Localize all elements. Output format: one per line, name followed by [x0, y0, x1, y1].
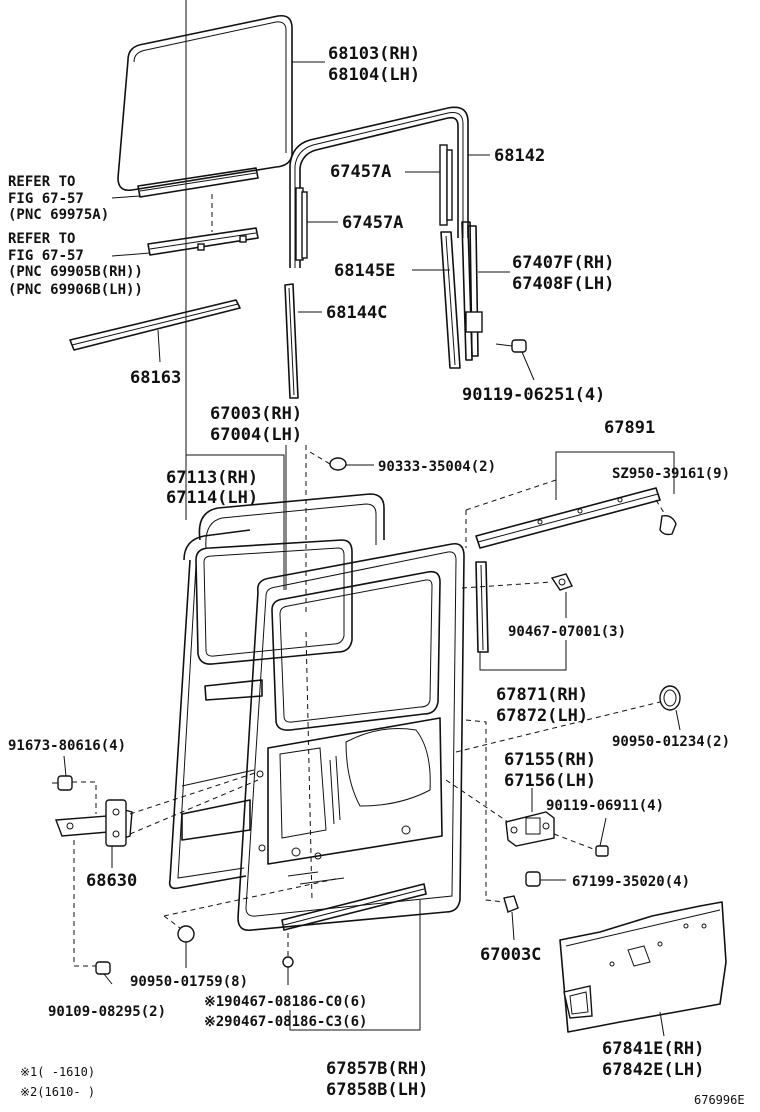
- door-panel: [237, 542, 465, 932]
- label-68145e: 68145E: [334, 261, 395, 281]
- channel-68144c: [284, 283, 299, 399]
- striker-67155: [505, 811, 555, 847]
- label-67408f: 67408F(LH): [512, 274, 614, 294]
- glass-channel-67407f: [461, 221, 483, 361]
- label-67003c: 67003C: [480, 945, 541, 965]
- label-67891: 67891: [604, 418, 655, 438]
- trim-board-67841e: [559, 901, 727, 1033]
- ref2-line1: REFER TO: [8, 231, 75, 247]
- label-67857b: 67857B(RH): [326, 1059, 428, 1079]
- label-67858b: 67858B(LH): [326, 1080, 428, 1100]
- ref2-line2: FIG 67-57: [8, 248, 84, 264]
- bolt-90119-06911: [595, 845, 609, 857]
- belt-moulding-68163: [69, 299, 241, 351]
- label-90119-06911: 90119-06911(4): [546, 798, 664, 814]
- label-67199-35020: 67199-35020(4): [572, 874, 690, 890]
- label-90333-35004: 90333-35004(2): [378, 459, 496, 475]
- label-90950-01759: 90950-01759(8): [130, 974, 248, 990]
- ref1-line1: REFER TO: [8, 174, 75, 190]
- clip-sz950-39161: [659, 514, 677, 536]
- division-bar-68145e: [440, 231, 461, 369]
- door-weatherstrip: [168, 493, 385, 890]
- label-68144c: 68144C: [326, 303, 387, 323]
- label-67156: 67156(LH): [504, 771, 596, 791]
- label-67457a-lower: 67457A: [342, 213, 403, 233]
- bolt-90119-06251: [495, 339, 527, 353]
- plug-90950-01234: [659, 685, 681, 711]
- weatherstrip-67457a-right: [439, 144, 453, 226]
- label-67841e: 67841E(RH): [602, 1039, 704, 1059]
- label-91673-80616: 91673-80616(4): [8, 738, 126, 754]
- belt-moulding-upper: [137, 167, 259, 198]
- door-glass: [117, 14, 293, 192]
- label-67872: 67872(LH): [496, 706, 588, 726]
- footnote-1: ※1( -1610): [20, 1065, 95, 1079]
- label-68103: 68103(RH): [328, 44, 420, 64]
- label-67004: 67004(LH): [210, 425, 302, 445]
- label-67113: 67113(RH): [166, 468, 258, 488]
- bolt-67199-35020: [525, 871, 541, 887]
- label-90467-08186-c0: ※190467-08186-C0(6): [204, 994, 367, 1010]
- plug-90333-35004: [329, 457, 347, 471]
- label-90467-07001: 90467-07001(3): [508, 624, 626, 640]
- ref2-line3: (PNC 69905B(RH)): [8, 264, 143, 280]
- label-67842e: 67842E(LH): [602, 1060, 704, 1080]
- label-sz950-39161: SZ950-39161(9): [612, 466, 730, 482]
- footnote-2: ※2(1610- ): [20, 1085, 95, 1099]
- label-67871: 67871(RH): [496, 685, 588, 705]
- moulding-67891: [475, 487, 661, 549]
- bolt-90109-08295: [95, 961, 111, 975]
- weatherstrip-67457a-left: [295, 187, 308, 261]
- figure-id: 676996E: [694, 1093, 745, 1107]
- label-67155: 67155(RH): [504, 750, 596, 770]
- label-90109-08295: 90109-08295(2): [48, 1004, 166, 1020]
- plug-67003c: [503, 895, 519, 913]
- ref1-line2: FIG 67-57: [8, 191, 84, 207]
- label-90467-08186-c3: ※290467-08186-C3(6): [204, 1014, 367, 1030]
- clip-90467-08186: [282, 956, 294, 985]
- label-67114: 67114(LH): [166, 488, 258, 508]
- belt-moulding-middle: [147, 227, 259, 256]
- ref1-line3: (PNC 69975A): [8, 207, 109, 223]
- label-67003: 67003(RH): [210, 404, 302, 424]
- label-68630: 68630: [86, 871, 137, 891]
- plug-90950-01759: [177, 925, 195, 943]
- label-68104: 68104(LH): [328, 65, 420, 85]
- moulding-67871: [475, 561, 489, 653]
- label-68163: 68163: [130, 368, 181, 388]
- step-moulding-67857b: [281, 883, 427, 931]
- ref2-line4: (PNC 69906B(LH)): [8, 282, 143, 298]
- bolt-91673-80616: [52, 775, 73, 791]
- label-90119-06251: 90119-06251(4): [462, 385, 605, 405]
- clip-90467-07001: [550, 573, 573, 591]
- label-67407f: 67407F(RH): [512, 253, 614, 273]
- label-68142: 68142: [494, 146, 545, 166]
- run-channel: [289, 106, 469, 268]
- label-90950-01234: 90950-01234(2): [612, 734, 730, 750]
- label-67457a-upper: 67457A: [330, 162, 391, 182]
- hinge-68630: [55, 799, 133, 847]
